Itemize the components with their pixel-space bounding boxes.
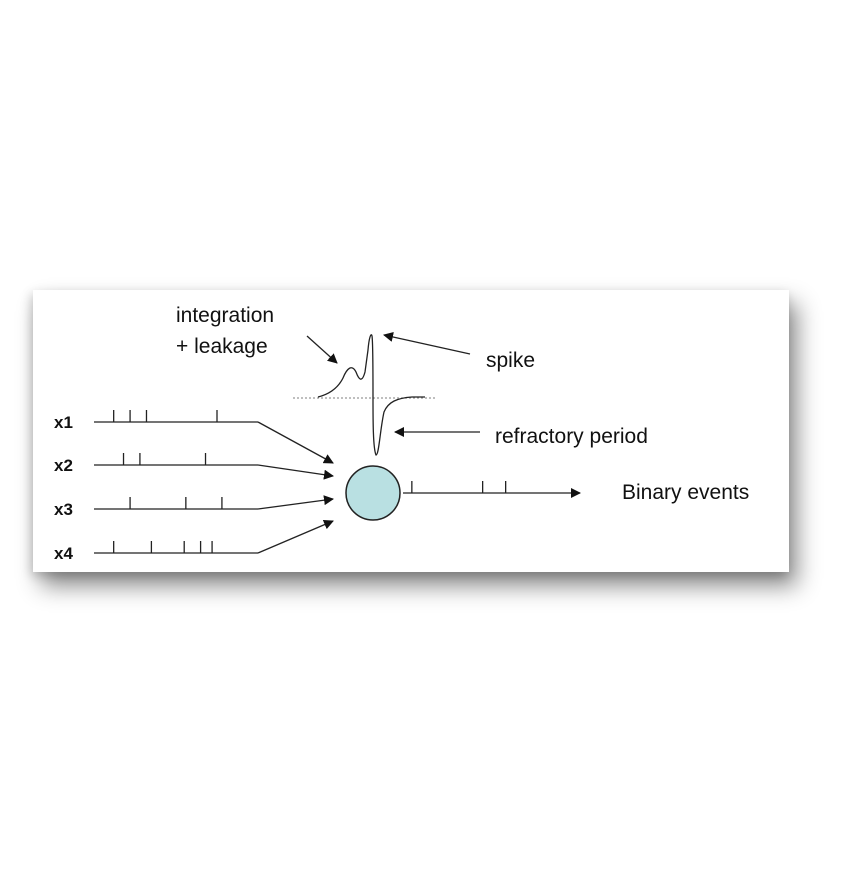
input-train-x2: x2: [54, 453, 334, 480]
output-spikes: [411, 481, 507, 493]
input-arrow: [257, 421, 334, 464]
input-label: x4: [54, 544, 73, 563]
spike-label: spike: [486, 349, 535, 372]
spike-arrow: [383, 332, 471, 355]
input-label: x3: [54, 500, 73, 519]
input-train-x1: x1: [54, 410, 334, 464]
input-arrow: [257, 464, 334, 480]
neuron-body: [345, 465, 401, 521]
input-arrow: [257, 519, 334, 554]
refractory-label: refractory period: [495, 425, 648, 448]
integration-label-line2: + leakage: [176, 335, 268, 358]
input-trains: x1 x2 x3 x4: [54, 410, 334, 563]
input-label: x2: [54, 456, 73, 475]
input-label: x1: [54, 413, 73, 432]
input-train-x3: x3: [54, 495, 334, 519]
output-label: Binary events: [622, 481, 749, 504]
integration-label-line1: integration: [176, 304, 274, 327]
membrane-potential-trace: [317, 334, 425, 456]
input-arrow: [257, 495, 334, 510]
figure-panel: [33, 290, 789, 572]
integration-arrow: [306, 335, 338, 364]
input-train-x4: x4: [54, 519, 334, 563]
